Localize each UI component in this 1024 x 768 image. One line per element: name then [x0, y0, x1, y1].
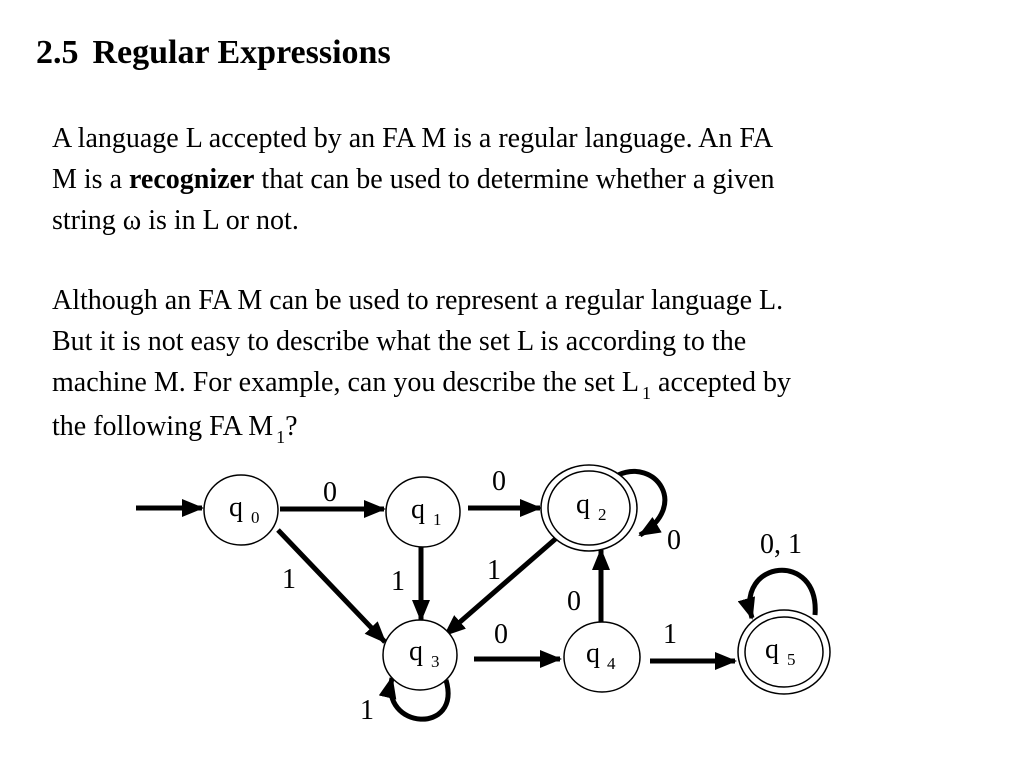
label-q3-q4: 0 — [494, 619, 508, 650]
label-q4-q5: 1 — [663, 619, 677, 650]
label-q1-q2: 0 — [492, 466, 506, 497]
paragraph2-line2: But it is not easy to describe what the … — [52, 326, 747, 357]
state-q0: q 0 — [203, 474, 279, 546]
edge-q3-q3-loop — [378, 676, 451, 722]
label-q2-q3: 1 — [487, 555, 501, 586]
slide-title: 2.5 Regular Expressions — [36, 34, 391, 72]
paragraph2-line3: machine M. For example, can you describe… — [52, 362, 982, 406]
paragraph-recognizer: A language L accepted by an FA M is a re… — [52, 118, 982, 241]
paragraph1-line3: string ω is in L or not. — [52, 205, 299, 236]
paragraph1-line2-post: that can be used to determine whether a … — [254, 164, 775, 195]
state-q5: q 5 — [737, 609, 831, 695]
label-q0-q3: 1 — [282, 564, 296, 595]
state-q4: q 4 — [563, 621, 641, 693]
edge-q2-q2-loop — [616, 468, 668, 538]
label-q3-q3: 1 — [360, 695, 374, 726]
paragraph2-line3-pre: machine M. For example, can you describe… — [52, 367, 640, 398]
state-q1: q 1 — [385, 476, 461, 548]
edge-q0-q3 — [276, 528, 387, 644]
paragraph1-line2-pre: M is a — [52, 164, 129, 195]
state-q1-index: 1 — [433, 510, 442, 529]
recognizer-term: recognizer — [129, 164, 255, 195]
label-q5-q5: 0, 1 — [760, 529, 802, 560]
state-q3-index: 3 — [431, 652, 440, 671]
paragraph2-line4-post: ? — [285, 411, 298, 442]
paragraph2-line3-post: accepted by — [651, 367, 791, 398]
state-q5-letter: q — [765, 634, 779, 665]
state-q1-letter: q — [411, 494, 425, 525]
subscript-L1: 1 — [642, 383, 652, 403]
state-q4-index: 4 — [607, 654, 616, 673]
paragraph1-line2: M is a recognizer that can be used to de… — [52, 159, 982, 200]
paragraph2-line4-pre: the following FA M — [52, 411, 274, 442]
label-q4-q2: 0 — [567, 586, 581, 617]
state-q3-letter: q — [409, 636, 423, 667]
state-q2: q 2 — [540, 464, 638, 552]
paragraph1-line1: A language L accepted by an FA M is a re… — [52, 123, 774, 154]
edge-q2-q3 — [443, 533, 562, 637]
section-title: Regular Expressions — [92, 34, 391, 71]
state-q2-index: 2 — [598, 505, 607, 524]
paragraph-question: Although an FA M can be used to represen… — [52, 280, 982, 450]
state-q3: q 3 — [382, 619, 458, 691]
state-q0-index: 0 — [251, 508, 260, 527]
paragraph2-line1: Although an FA M can be used to represen… — [52, 285, 784, 316]
label-q0-q1: 0 — [323, 477, 337, 508]
state-q5-index: 5 — [787, 650, 796, 669]
state-q0-letter: q — [229, 492, 243, 523]
state-q2-letter: q — [576, 489, 590, 520]
subscript-M1: 1 — [276, 427, 286, 447]
section-number: 2.5 — [36, 34, 79, 71]
edge-q5-q5-loop — [737, 567, 818, 620]
label-q1-q3: 1 — [391, 566, 405, 597]
state-q4-letter: q — [586, 638, 600, 669]
label-q2-q2: 0 — [667, 525, 681, 556]
